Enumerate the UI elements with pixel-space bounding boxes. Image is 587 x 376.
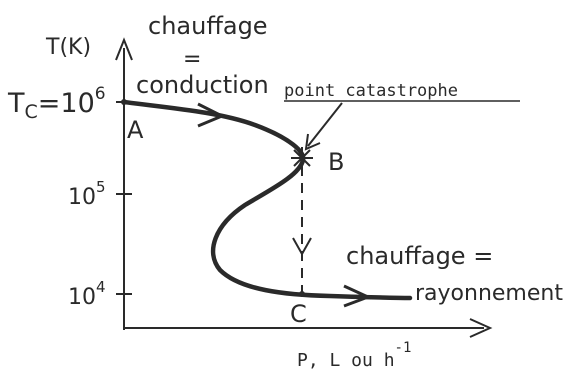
curve-arrow-lower-icon xyxy=(343,284,372,308)
tick-label-1e5: 105 xyxy=(68,178,106,210)
tc-exp: 6 xyxy=(95,84,106,104)
tc-prefix: T xyxy=(7,88,25,119)
y-axis-label: T(K) xyxy=(45,35,91,60)
catastrophe-pointer-line xyxy=(307,102,343,147)
tc-label: TC=106 xyxy=(7,84,106,123)
point-c-label: C xyxy=(290,300,307,328)
point-b-star-icon xyxy=(291,147,313,169)
radiation-label-line1: chauffage = xyxy=(346,242,493,270)
point-b-label: B xyxy=(328,148,344,176)
x-axis-label-base: P, L ou h xyxy=(297,350,395,371)
tick-1e5-exp: 5 xyxy=(96,178,106,196)
y-axis-arrow-icon xyxy=(115,37,133,61)
conduction-label-line1: chauffage xyxy=(148,12,268,40)
tick-1e4-exp: 4 xyxy=(96,278,106,296)
tick-1e5-base: 10 xyxy=(68,185,96,210)
x-axis-label: P, L ou h-1 xyxy=(297,340,411,371)
radiation-label-line2: rayonnement xyxy=(415,281,563,306)
catastrophe-label: point catastrophe xyxy=(284,81,458,101)
catastrophe-pointer-arrow-icon xyxy=(304,133,321,151)
curve-arrow-upper-icon xyxy=(197,102,226,128)
transition-arrow-icon xyxy=(292,237,312,257)
conduction-label-eq: = xyxy=(183,47,201,72)
point-a-label: A xyxy=(127,116,144,144)
s-curve xyxy=(121,99,413,301)
tc-sub: C xyxy=(25,101,38,123)
tick-1e4-base: 10 xyxy=(68,285,96,310)
tick-label-1e4: 104 xyxy=(68,278,106,310)
point-c-dot xyxy=(299,291,305,297)
tc-eq: =10 xyxy=(38,88,95,119)
x-axis-arrow-icon xyxy=(469,318,493,338)
x-axis-label-exp: -1 xyxy=(395,340,412,356)
conduction-label-line2: conduction xyxy=(136,71,269,99)
